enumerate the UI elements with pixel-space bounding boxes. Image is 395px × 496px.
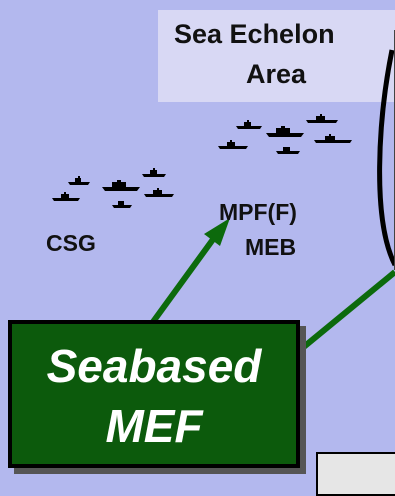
arrow-to-right-shaft	[298, 269, 395, 353]
ship-icon	[236, 120, 262, 129]
seabased-mef-box	[8, 320, 300, 468]
diagram-canvas	[52, 30, 395, 353]
ship-icon	[142, 168, 166, 177]
mpf-ship-group	[218, 114, 352, 154]
meb-label: MEB	[245, 234, 297, 260]
sea-echelon-line1: Sea Echelon	[174, 19, 335, 49]
seabased-mef-label: Seabased MEF	[8, 336, 300, 456]
seabased-mef-line1: Seabased	[46, 340, 262, 392]
bottom-right-box	[316, 452, 395, 496]
ship-icon	[68, 176, 90, 185]
ship-icon	[102, 180, 140, 191]
csg-label: CSG	[46, 230, 96, 256]
arrow-to-mpf-shaft	[147, 236, 217, 328]
ship-icon	[52, 192, 80, 201]
ship-icon	[218, 140, 248, 149]
sea-echelon-area-box	[158, 10, 395, 102]
ship-icon	[276, 147, 300, 154]
ship-icon	[314, 134, 352, 143]
ship-icon	[112, 201, 132, 208]
arrow-to-mpf-head	[204, 218, 230, 246]
sea-echelon-area-label: Sea Echelon Area	[158, 14, 395, 94]
csg-ship-group	[52, 168, 174, 208]
ship-icon	[144, 188, 174, 197]
ship-icon	[266, 126, 304, 137]
mpf-label: MPF(F)	[219, 199, 297, 225]
sea-echelon-line2: Area	[246, 59, 307, 89]
curved-boundary-line	[377, 49, 395, 267]
seabased-mef-line2: MEF	[105, 400, 203, 452]
ship-icon	[306, 114, 338, 123]
